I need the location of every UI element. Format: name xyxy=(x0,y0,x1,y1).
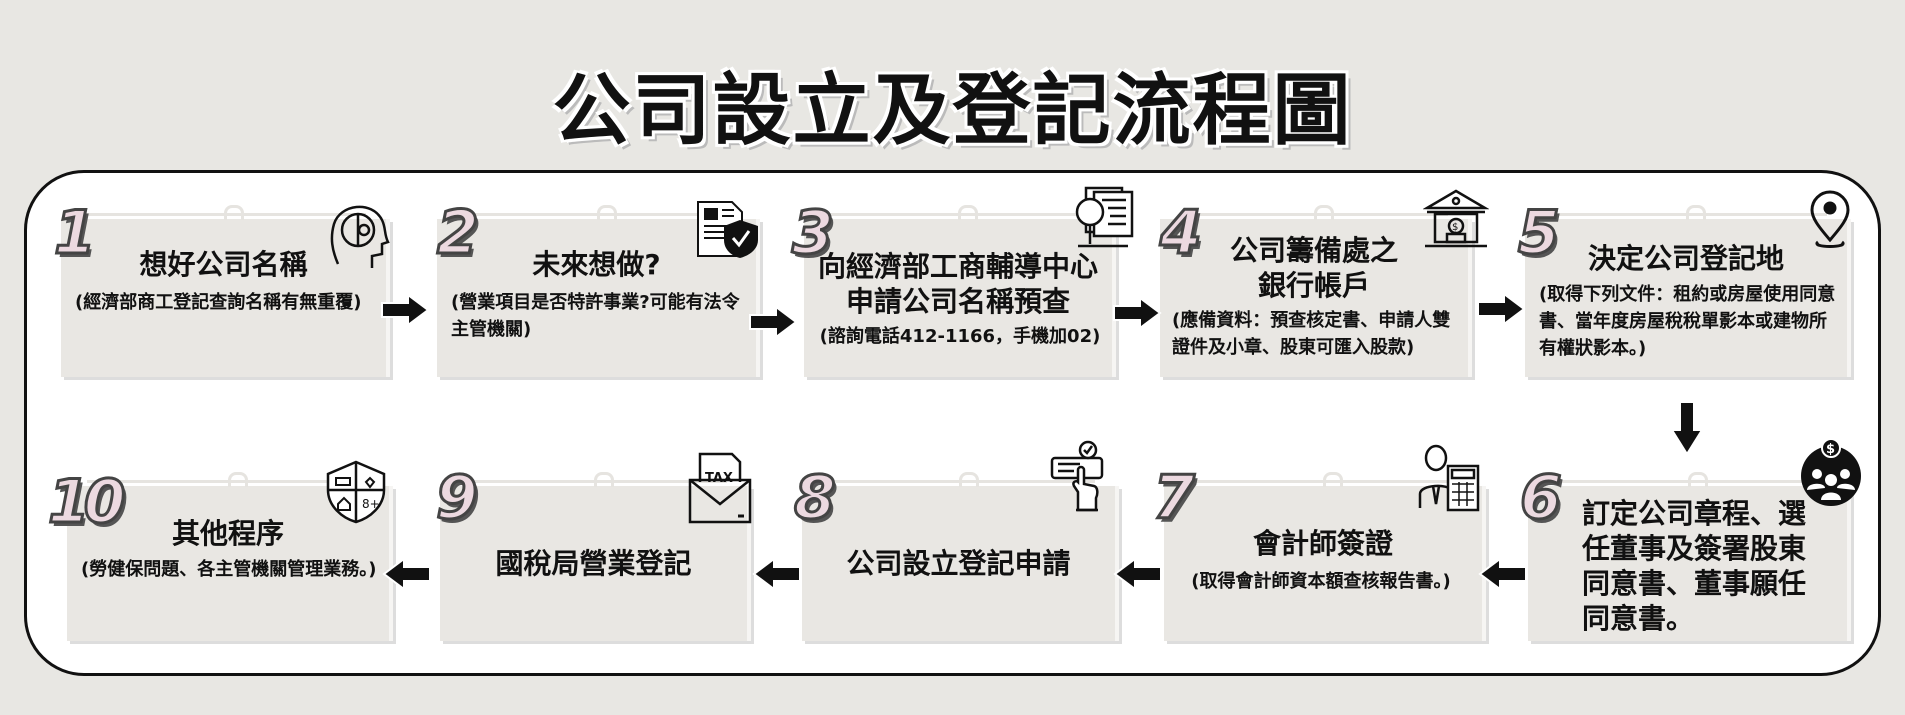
step-4-card: 公司籌備處之銀行帳戶 (應備資料：預查核定書、申請人雙證件及小章、股東可匯入股款… xyxy=(1160,205,1472,377)
arrow-left-icon xyxy=(382,557,431,591)
page-title: 公司設立及登記流程圖 xyxy=(552,66,1353,156)
step-9-card: 國稅局營業登記 xyxy=(440,472,751,641)
step-number: 6 xyxy=(1519,463,1564,533)
step-3-card: 向經濟部工商輔導中心申請公司名稱預查 (諮詢電話412-1166，手機加02) xyxy=(804,205,1116,377)
step-6-card: 訂定公司章程、選任董事及簽署股東同意書、董事願任同意書。 xyxy=(1528,472,1851,641)
svg-text:8+: 8+ xyxy=(362,497,380,511)
accountant-calculator-icon xyxy=(1418,444,1480,512)
step-number: 9 xyxy=(435,463,480,533)
step-desc: (經濟部商工登記查詢名稱有無重覆) xyxy=(75,292,362,313)
svg-text:$: $ xyxy=(1826,442,1835,457)
svg-text:$: $ xyxy=(1452,222,1458,233)
tax-envelope-icon: TAX xyxy=(688,452,752,524)
location-pin-icon xyxy=(1810,190,1850,248)
arrow-left-icon xyxy=(1113,557,1162,591)
step-desc: (勞健保問題、各主管機關管理業務。) xyxy=(81,559,377,580)
step-title: 公司籌備處之銀行帳戶 xyxy=(1230,234,1399,302)
step-number: 4 xyxy=(1159,198,1204,268)
step-number: 7 xyxy=(1152,463,1197,533)
arrow-right-icon xyxy=(1477,292,1526,326)
brain-gear-icon xyxy=(330,205,390,268)
step-desc: (取得下列文件：租約或房屋使用同意書、當年度房屋稅稅單影本或建物所有權狀影本。) xyxy=(1539,284,1836,359)
step-desc: (營業項目是否特許事業?可能有法令主管機關) xyxy=(451,292,740,340)
step-7-card: 會計師簽證 (取得會計師資本額查核報告書。) xyxy=(1164,472,1486,641)
step-title: 公司設立登記申請 xyxy=(846,547,1071,580)
step-title: 會計師簽證 xyxy=(1252,527,1393,560)
step-number: 3 xyxy=(791,198,836,268)
step-number: 8 xyxy=(793,463,838,533)
arrow-left-icon xyxy=(1478,557,1527,591)
step-desc: (應備資料：預查核定書、申請人雙證件及小章、股東可匯入股款) xyxy=(1172,310,1451,358)
insurance-shield-icon: 8+ xyxy=(326,460,386,524)
step-number: 2 xyxy=(436,198,481,268)
document-search-icon xyxy=(1075,186,1134,248)
arrow-right-icon xyxy=(1113,296,1162,330)
step-title: 其他程序 xyxy=(171,517,284,550)
step-number: 5 xyxy=(1517,198,1562,268)
step-5-card: 決定公司登記地 (取得下列文件：租約或房屋使用同意書、當年度房屋稅稅單影本或建物… xyxy=(1525,205,1851,377)
bank-icon: $ xyxy=(1423,189,1489,248)
step-2-card: 未來想做? (營業項目是否特許事業?可能有法令主管機關) xyxy=(437,205,760,377)
step-number: 10 xyxy=(47,467,127,537)
step-title: 國稅局營業登記 xyxy=(495,547,692,580)
step-desc: (取得會計師資本額查核報告書。) xyxy=(1191,571,1451,592)
step-title: 未來想做? xyxy=(532,248,661,281)
step-8-card: 公司設立登記申請 xyxy=(802,472,1119,641)
form-click-icon xyxy=(1050,440,1104,512)
step-desc: (諮詢電話412-1166，手機加02) xyxy=(819,326,1101,347)
step-number: 1 xyxy=(53,198,98,268)
step-title: 想好公司名稱 xyxy=(139,248,308,281)
step-title: 向經濟部工商輔導中心申請公司名稱預查 xyxy=(817,250,1098,318)
document-shield-icon xyxy=(697,201,758,258)
step-title: 決定公司登記地 xyxy=(1587,242,1784,275)
group-money-icon: $ xyxy=(1801,438,1861,506)
step-1-card: 想好公司名稱 (經濟部商工登記查詢名稱有無重覆) xyxy=(61,205,390,377)
step-title: 訂定公司章程、選任董事及簽署股東同意書、董事願任同意書。 xyxy=(1582,497,1807,635)
arrow-down-icon xyxy=(1670,401,1704,456)
arrow-right-icon xyxy=(381,293,430,327)
arrow-left-icon xyxy=(752,557,801,591)
arrow-right-icon xyxy=(749,305,798,339)
tax-label: TAX xyxy=(705,471,733,486)
